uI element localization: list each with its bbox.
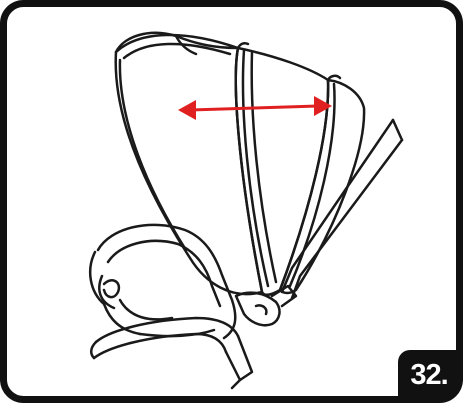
illustration-frame — [4, 4, 460, 400]
step-number-badge: 32. — [398, 350, 460, 400]
